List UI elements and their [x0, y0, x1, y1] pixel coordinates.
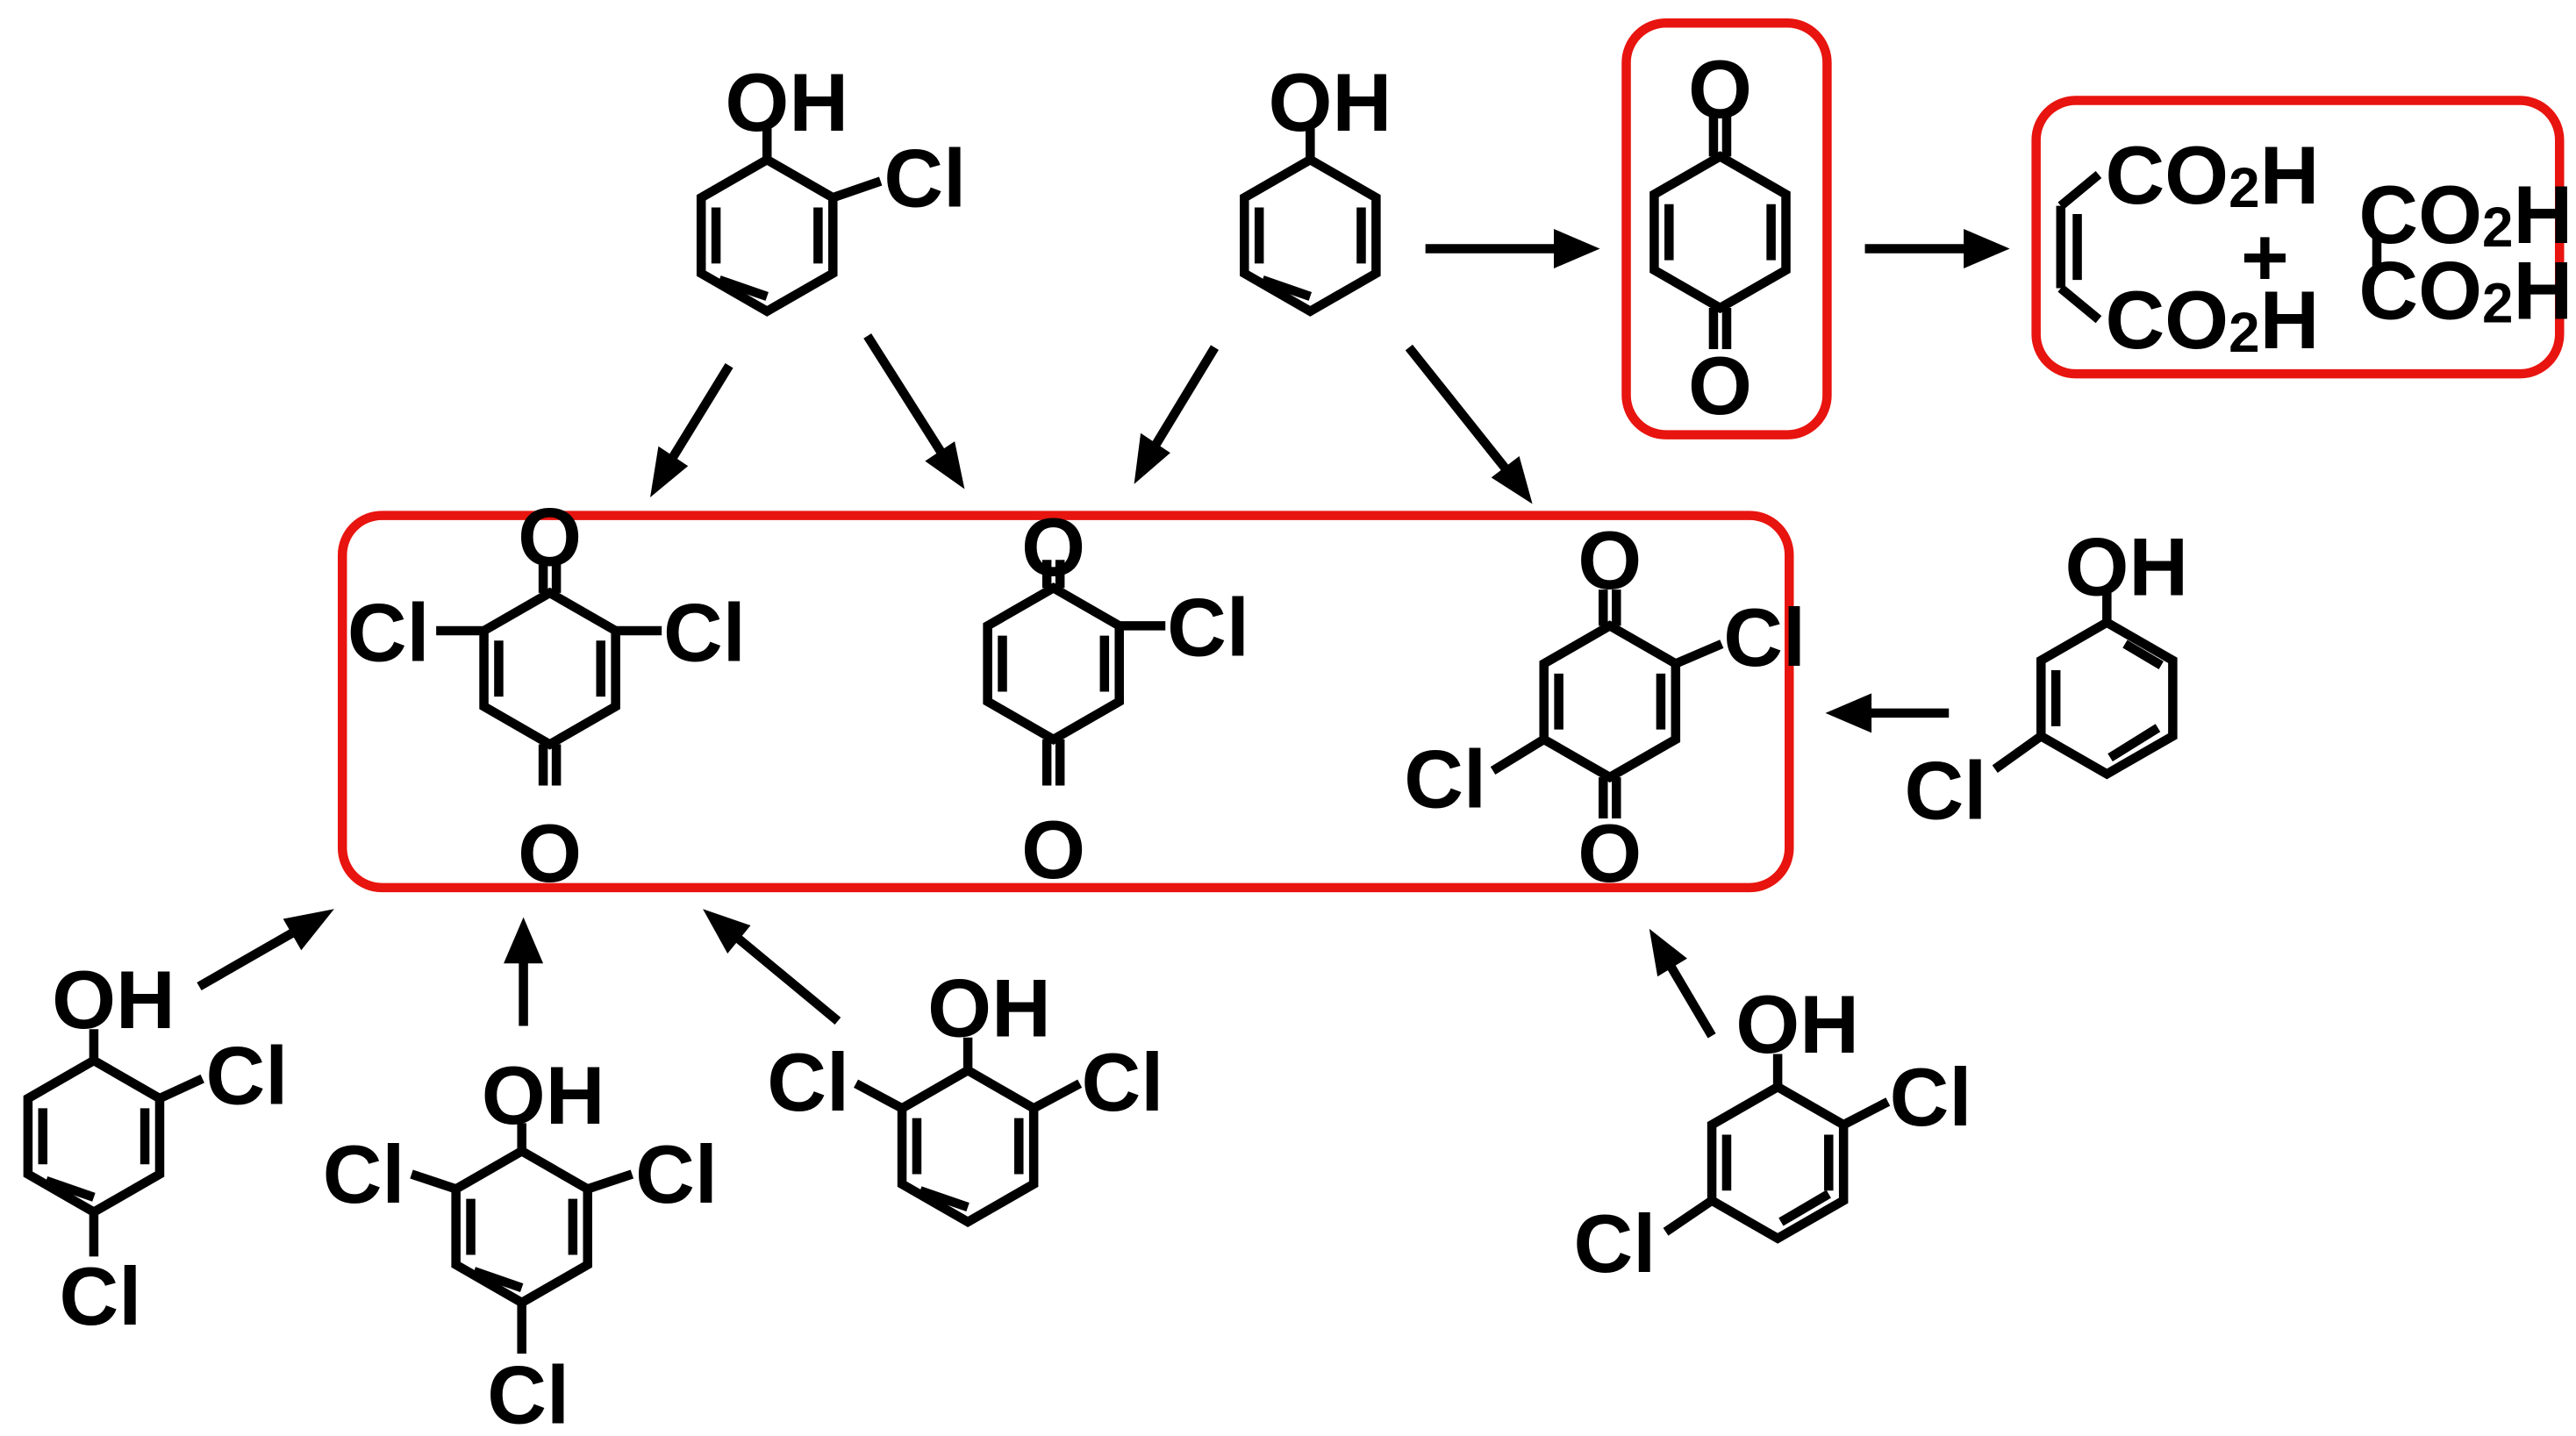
arrow-3-chlorophenol-to-2-5-dichloroquinone — [1825, 693, 1950, 733]
atom-label-cl: Cl — [1573, 1197, 1656, 1290]
molecule-2-chloro-1-4-benzoquinone: O O Cl — [983, 501, 1249, 896]
arrow-2-chlorophenol-to-chloroquinone — [863, 333, 965, 489]
formula-co2h: CO2H — [2105, 274, 2319, 366]
atom-label-oh: OH — [725, 56, 848, 148]
atom-label-o: O — [1021, 501, 1085, 593]
atom-label-cl: Cl — [347, 586, 430, 678]
atom-label-oh: OH — [1268, 56, 1392, 148]
atom-label-oh: OH — [52, 954, 175, 1046]
formula-co2h: CO2H — [2358, 244, 2572, 336]
atom-label-cl: Cl — [1404, 732, 1486, 825]
atom-label-oh: OH — [482, 1049, 605, 1141]
formula-co2h: CO2H — [2358, 168, 2572, 261]
atom-label-cl: Cl — [884, 132, 966, 224]
atom-label-o: O — [1021, 804, 1085, 896]
atom-label-oh: OH — [1735, 978, 1859, 1070]
molecule-2-4-6-trichlorophenol: OH Cl Cl Cl — [323, 1049, 718, 1436]
atom-label-cl: Cl — [1167, 582, 1249, 674]
chloroquinone-products-box — [337, 511, 1794, 893]
atom-label-o: O — [1578, 514, 1642, 606]
atom-label-oh: OH — [2064, 520, 2188, 612]
arrow-phenol-to-2-5-dichloroquinone — [1405, 344, 1533, 504]
atom-label-cl: Cl — [206, 1029, 289, 1121]
atom-label-cl: Cl — [635, 1128, 718, 1220]
molecule-2-6-dichlorophenol: OH Cl Cl — [767, 961, 1164, 1228]
plus-sign: + — [2241, 211, 2289, 303]
atom-label-o: O — [518, 807, 582, 899]
molecule-oxalic-acid: CO2H CO2H — [2358, 168, 2572, 336]
arrow-2-chlorophenol-to-dichloroquinone — [650, 363, 733, 497]
arrow-2-4-dichlorophenol-to-dichloroquinone — [197, 909, 334, 991]
atom-label-cl: Cl — [1082, 1036, 1164, 1128]
formula-co2h: CO2H — [2105, 128, 2319, 220]
arrow-phenol-to-benzoquinone — [1425, 228, 1600, 268]
molecule-2-chlorophenol: OH Cl — [696, 56, 966, 317]
molecule-3-chlorophenol: OH Cl — [1905, 520, 2189, 836]
atom-label-cl: Cl — [767, 1036, 849, 1128]
arrow-2-6-dichlorophenol-to-dichloroquinone — [703, 909, 841, 1025]
atom-label-cl: Cl — [1723, 591, 1806, 683]
atom-label-cl: Cl — [1890, 1051, 1972, 1143]
molecule-2-5-dichloro-1-4-benzoquinone: O O Cl Cl — [1404, 514, 1806, 899]
molecule-phenol: OH — [1240, 56, 1392, 317]
atom-label-o: O — [1688, 339, 1752, 432]
atom-label-o: O — [1688, 43, 1752, 135]
acid-products-box — [2031, 96, 2565, 379]
atom-label-cl: Cl — [1905, 745, 1987, 837]
molecule-2-4-dichlorophenol: OH Cl Cl — [23, 954, 289, 1342]
atom-label-o: O — [1578, 807, 1642, 899]
arrow-2-5-dichlorophenol-to-2-5-dichloroquinone — [1649, 928, 1716, 1039]
arrow-phenol-to-chloroquinone — [1134, 345, 1220, 484]
atom-label-cl: Cl — [487, 1349, 569, 1436]
molecule-1-4-benzoquinone: O O — [1649, 43, 1791, 432]
atom-label-o: O — [518, 490, 582, 582]
atom-label-cl: Cl — [663, 586, 746, 678]
arrow-trichlorophenol-to-dichloroquinone — [504, 917, 544, 1026]
molecule-maleic-acid: CO2H CO2H — [2056, 128, 2319, 366]
atom-label-cl: Cl — [323, 1128, 405, 1220]
arrow-benzoquinone-to-acids — [1864, 228, 2010, 268]
molecule-2-6-dichloro-1-4-benzoquinone: O O Cl Cl — [347, 490, 746, 898]
atom-label-oh: OH — [927, 961, 1051, 1054]
atom-label-cl: Cl — [60, 1250, 142, 1342]
molecule-2-5-dichlorophenol: OH Cl Cl — [1573, 978, 1971, 1290]
benzoquinone-box — [1621, 18, 1832, 439]
